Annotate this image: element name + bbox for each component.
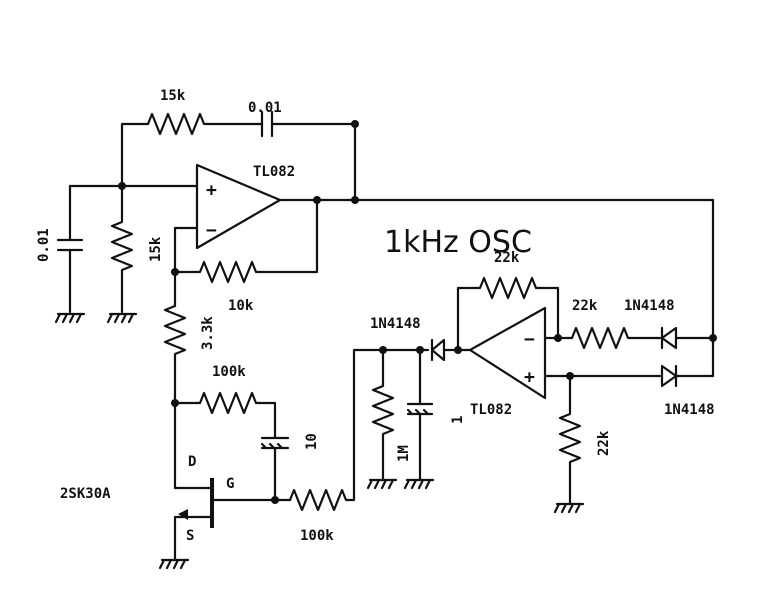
schematic-title: 1kHz OSC [384,225,532,260]
opamp-1-plus: + [206,180,217,201]
label-100k-lower: 100k [300,528,334,544]
resistor-22k-in [570,326,662,350]
label-diode-in: 1N4148 [370,316,421,332]
label-33k: 3.3k [200,316,216,350]
label-22k-fb: 22k [494,250,520,266]
jfet-2sk30a [173,401,292,562]
label-10k: 10k [228,298,254,314]
opamp-2-minus: − [524,329,535,350]
label-100k-upper: 100k [212,364,246,380]
capacitor-001-top [253,110,357,138]
opamp-2-plus: + [524,367,535,388]
label-10: 10 [304,433,320,450]
resistor-1m [371,348,395,482]
resistor-15k-top [146,112,257,136]
opamp-2: − + TL082 [468,306,547,418]
opamp-1: + − TL082 [195,163,295,250]
label-1m: 1M [396,445,412,462]
ground-22k [553,502,585,514]
ground-1 [54,312,86,324]
resistor-33k [163,270,187,405]
resistor-100k-lower [288,348,385,512]
label-1: 1 [450,416,466,424]
opamp-1-minus: − [206,220,217,241]
label-fet-d: D [188,454,196,470]
label-diode-bottom: 1N4148 [664,402,715,418]
diode-in [430,338,472,362]
label-diode-top: 1N4148 [624,298,675,314]
opamp-2-part: TL082 [470,402,512,418]
opamp-1-part: TL082 [253,164,295,180]
capacitor-1 [406,348,434,482]
capacitor-10 [260,436,290,502]
label-fet-g: G [226,476,234,492]
resistor-10k [173,198,319,284]
label-fet-part: 2SK30A [60,486,111,502]
label-001-left: 0.01 [36,228,52,262]
label-fet-s: S [186,528,194,544]
ground-1m [366,478,398,490]
label-001-top: 0.01 [248,100,282,116]
label-22k-in: 22k [572,298,598,314]
label-15k-vertical: 15k [148,236,164,262]
label-22k-ground: 22k [596,430,612,456]
capacitor-001-left [56,184,84,314]
resistor-22k-ground [558,374,582,506]
ground-cap-1 [403,478,435,490]
ground-2 [106,312,138,324]
resistor-100k-upper [173,391,277,440]
ground-fet [158,558,190,570]
resistor-15k-vertical [110,184,134,314]
diode-top [660,326,715,350]
diode-bottom [660,336,715,388]
label-15k-top: 15k [160,88,186,104]
resistor-22k-fb [456,276,560,352]
